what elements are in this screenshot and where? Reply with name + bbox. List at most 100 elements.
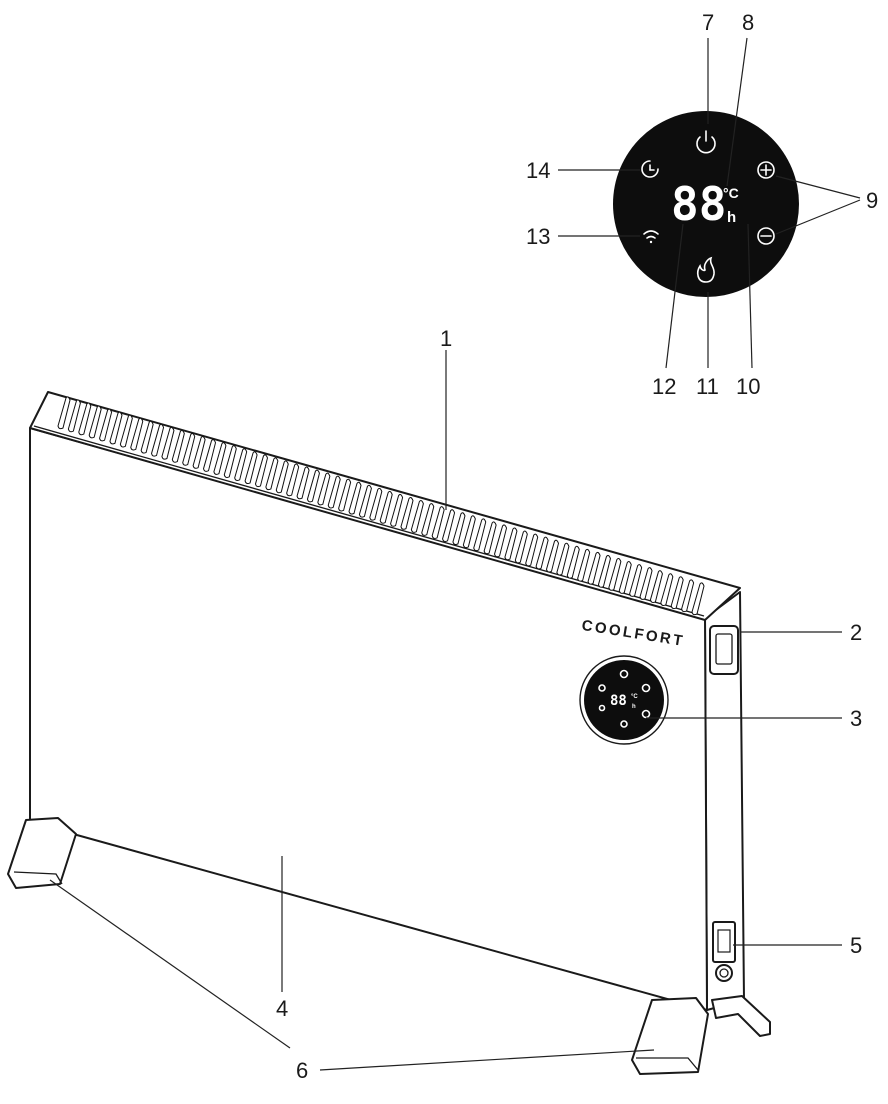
mini-display-unit-temp: °C [631,694,638,700]
front-leg-left [7,817,77,889]
vent-slot [514,530,528,564]
vent-slot [130,417,144,451]
heater-control-panel: 88 °C h [579,655,669,745]
vent-slot [639,567,653,600]
vent-slot [223,445,237,478]
vent-slot [369,487,383,521]
vent-slot [535,536,549,570]
callout-7: 7 [702,10,714,35]
vent-slot [192,436,206,469]
vent-slot [504,527,518,561]
vent-slot [691,582,705,616]
vent-slot [57,396,71,430]
vent-slot [109,411,123,445]
vent-slot [390,493,404,527]
vent-slot [348,481,362,515]
callout-13: 13 [526,224,550,249]
vent-slot [681,579,695,613]
vent-slot [213,442,227,475]
callout-12: 12 [652,374,676,399]
flame-icon[interactable] [696,256,715,283]
vent-slot [462,515,476,549]
vent-slot [151,423,165,457]
vent-slot [67,399,81,433]
callout-9: 9 [866,188,878,213]
vent-slot [494,524,508,558]
vent-slot [587,551,601,585]
vent-slot [483,521,497,555]
minus-icon[interactable] [757,227,775,245]
vent-slot [421,503,435,536]
callout-8: 8 [742,10,754,35]
vent-slot [244,451,258,485]
front-leg-right [631,997,709,1075]
display-digits: 88 [671,177,726,231]
vent-slot [254,454,268,488]
vent-slot [119,414,133,448]
vent-slot [452,512,466,546]
mini-wifi-icon [598,704,606,712]
vent-slot [317,472,331,506]
vent-slot [275,460,289,494]
timer-icon[interactable] [641,160,659,178]
control-panel-face [613,111,799,297]
mini-power-icon[interactable] [619,669,629,679]
mini-plus-icon[interactable] [641,683,651,693]
vent-slot [140,420,154,454]
mini-display-digits: 88 [610,693,627,709]
vent-slot [88,405,102,439]
callout-labels: 1 2 3 4 5 6 7 8 9 10 11 12 13 14 [276,10,878,1083]
leader-lines [49,37,861,1071]
vent-slot [99,408,113,442]
vent-slot [182,432,196,466]
vent-slot [577,548,591,582]
mini-flame-icon[interactable] [620,720,628,728]
vent-slot [545,539,560,573]
vent-slot [338,478,352,512]
wifi-icon [643,230,659,244]
carry-handle [709,625,739,675]
callout-10: 10 [736,374,760,399]
vent-slot [202,439,217,472]
callout-1: 1 [440,326,452,351]
callout-11: 11 [696,374,719,399]
power-icon[interactable] [696,130,716,154]
control-panel-zoom: 88 °C h [613,111,799,297]
vent-slot [608,557,622,591]
vent-slot [234,448,248,481]
callout-2: 2 [850,620,862,645]
vent-slot [525,533,539,567]
vent-slot [649,570,663,603]
vent-slot [556,542,570,576]
callout-4: 4 [276,996,288,1021]
vent-slot [286,463,300,497]
mini-display-unit-hours: h [632,704,636,710]
vent-slot [431,506,445,539]
vent-slot [473,518,487,552]
vent-slot [296,466,310,500]
vent-slot [265,457,279,491]
vent-slot [306,469,320,503]
vent-slot [629,564,643,597]
callout-5: 5 [850,933,862,958]
heater-body: COOLFORT 88 °C h [7,391,771,1075]
display-unit-temp: °C [723,185,739,201]
vent-slot [379,490,393,524]
display-unit-hours: h [727,209,736,226]
mini-timer-icon[interactable] [598,684,606,692]
callout-6: 6 [296,1058,308,1083]
plus-icon[interactable] [757,161,775,179]
vent-slot [566,545,580,579]
power-switch[interactable] [712,921,736,982]
vent-slot [660,573,674,607]
vent-slot [161,426,175,460]
vent-slot [78,402,92,436]
vent-slot [597,554,611,588]
vent-slot [670,576,684,610]
vent-slot [442,509,456,542]
vent-slot [171,429,185,463]
rear-leg-right [711,995,771,1037]
vent-slot [400,497,414,530]
callout-14: 14 [526,158,550,183]
